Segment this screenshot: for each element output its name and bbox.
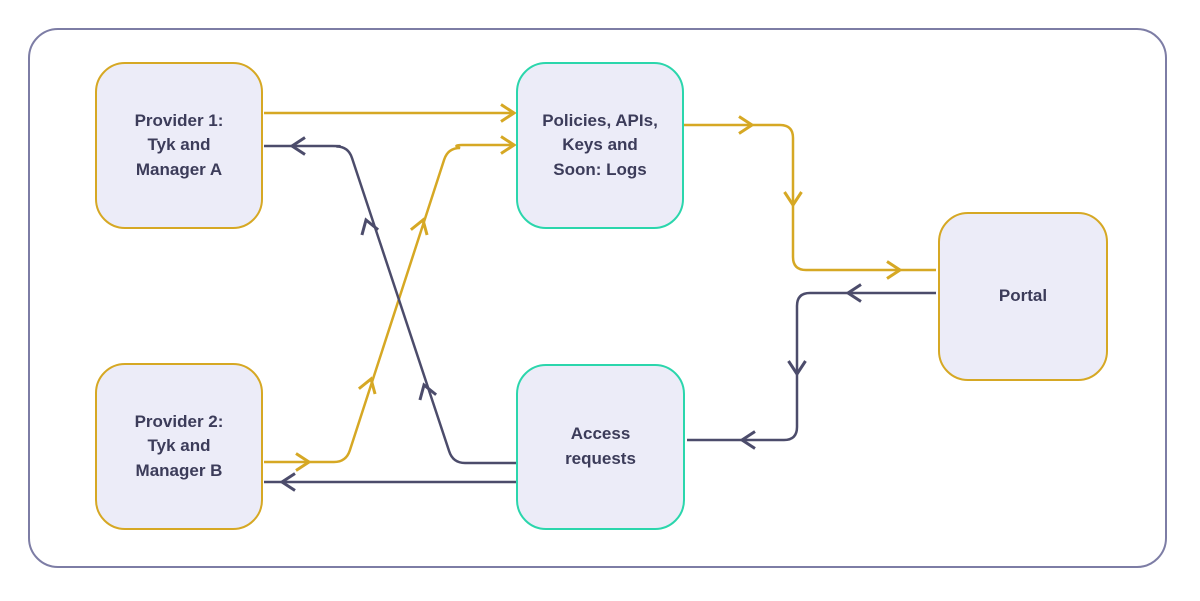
edge-portal-to-access [687, 283, 936, 450]
arrowhead [357, 376, 377, 395]
node-portal-label: Portal [998, 286, 1048, 306]
arrowhead [738, 115, 755, 135]
edge-access-to-provider2 [264, 472, 516, 492]
arrowhead [500, 103, 517, 123]
node-provider-2-label: Provider 2: Tyk and Manager B [134, 411, 224, 480]
diagram-outer-frame [28, 28, 1167, 568]
arrowhead [295, 452, 312, 472]
arrowhead [279, 472, 296, 492]
arrowhead [289, 136, 306, 156]
edge-policies-to-portal [684, 115, 936, 280]
arrowhead [418, 382, 438, 401]
arrowhead [845, 283, 862, 303]
edge-provider2-to-policies [264, 135, 517, 472]
node-provider-2: Provider 2: Tyk and Manager B [95, 363, 263, 530]
node-access-requests: Access requests [516, 364, 685, 530]
edge-provider1-to-policies [264, 103, 517, 123]
node-policies-apis-keys-label: Policies, APIs, Keys and Soon: Logs [542, 110, 658, 179]
node-policies-apis-keys: Policies, APIs, Keys and Soon: Logs [516, 62, 684, 229]
edge-access-to-provider1 [264, 136, 516, 465]
arrowhead [500, 135, 517, 155]
arrowhead [783, 191, 803, 208]
arrowhead [409, 217, 429, 236]
arrowhead [886, 260, 903, 280]
node-portal: Portal [938, 212, 1108, 381]
node-access-requests-label: Access requests [565, 424, 636, 468]
node-provider-1: Provider 1: Tyk and Manager A [95, 62, 263, 229]
arrowhead [360, 217, 380, 236]
arrowhead [787, 360, 807, 377]
node-provider-1-label: Provider 1: Tyk and Manager A [134, 110, 224, 179]
arrowhead [739, 430, 756, 450]
